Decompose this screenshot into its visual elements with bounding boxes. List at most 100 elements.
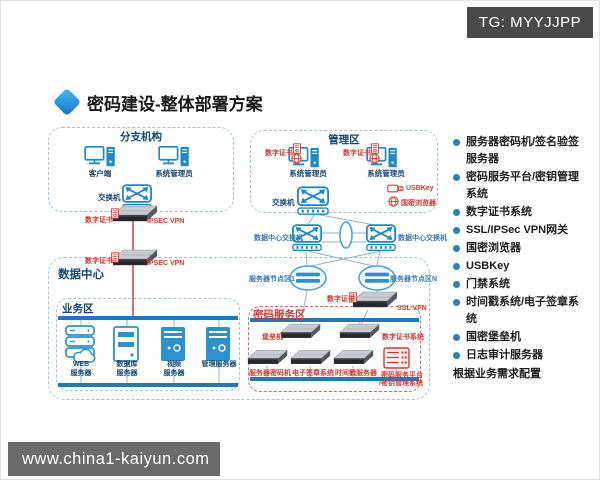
list-item: 国密浏览器 — [453, 240, 598, 257]
cert-label: 数字证书 — [327, 296, 355, 303]
list-item: 数字证书系统 — [453, 204, 598, 221]
bullet-icon — [453, 227, 460, 234]
bastion-label: 堡垒机 — [262, 334, 283, 341]
gm-browser-globe-icon — [388, 196, 399, 207]
sysadmin-label: 系统管理员 — [155, 169, 193, 178]
bullet-icon — [453, 334, 460, 341]
timestamp-appliance — [333, 348, 375, 367]
server-cipher-appliance — [247, 348, 289, 367]
esign-appliance — [290, 348, 332, 367]
ssl-vpn-appliance — [352, 290, 399, 310]
page-title: 密码建设-整体部署方案 — [87, 95, 263, 114]
gm-browser-label: 国密浏览器 — [401, 200, 436, 207]
cert-label: 数字证书 — [85, 258, 113, 265]
list-item: 密码服务平台/密钥管理系统 — [453, 169, 598, 203]
ipsec-vpn-label: IPSEC VPN — [147, 218, 185, 225]
list-item-label: 时间戳系统/电子签章系统 — [466, 296, 580, 325]
bullet-icon — [453, 139, 460, 146]
link-oval-icon — [339, 221, 353, 249]
branch-switch-label: 交换机 — [98, 193, 121, 202]
sysadmin-label: 系统管理员 — [289, 169, 327, 178]
label-line: 数据库 — [116, 361, 138, 368]
label-line: 服务器 — [163, 369, 185, 377]
zone-label-datacenter: 数据中心 — [58, 269, 104, 281]
component-list: 服务器密码机/签名验签服务器 密码服务平台/密钥管理系统 数字证书系统 SSL/… — [453, 134, 598, 383]
zone-label-business: 业务区 — [62, 303, 94, 315]
diamond-bullet-icon — [52, 87, 82, 117]
list-item-label: 数字证书系统 — [466, 206, 532, 218]
watermark: www.china1-kaiyun.com — [8, 442, 220, 476]
label-line: 服务器 — [70, 369, 92, 377]
list-item-label: 国密堡垒机 — [466, 331, 521, 343]
bullet-icon — [453, 245, 460, 252]
crypto-platform-label-line1: 密码服务平台 — [381, 372, 423, 379]
bullet-icon — [453, 352, 460, 359]
db-server-label: 数据库 服务器 — [107, 361, 147, 378]
bullet-icon — [453, 299, 460, 306]
video-server-icon — [160, 326, 186, 362]
dc-switch-left-label: 数据中心交换机 — [254, 235, 303, 242]
timestamp-label: 时间戳服务器 — [335, 370, 377, 377]
mgmt-server-icon — [205, 326, 231, 362]
business-bus-bottom — [58, 383, 238, 387]
label-line: WEB — [72, 361, 90, 368]
list-item-label: 门禁系统 — [466, 278, 510, 290]
web-server-icon — [65, 325, 97, 363]
crypto-bus-top — [250, 318, 419, 322]
list-item: 时间戳系统/电子签章系统 — [453, 294, 598, 328]
client-label: 客户端 — [88, 169, 112, 178]
zone-crypto — [248, 306, 421, 392]
zone-label-crypto: 密码服务区 — [253, 309, 306, 321]
label-line: 服务器 — [116, 369, 138, 377]
list-item-label: SSL/IPSec VPN网关 — [466, 224, 569, 236]
crypto-platform-label-line2: /密钥管理系统 — [379, 380, 423, 387]
server-cipher-label: 服务器密码机 — [249, 370, 291, 377]
dc-switch-right-label: 数据中心交换机 — [398, 235, 447, 242]
usbkey-icon — [387, 184, 404, 193]
web-server-label: WEB 服务器 — [59, 361, 103, 378]
list-item: 日志审计服务器 — [453, 347, 598, 364]
server-node-left-label: 服务器节点区1 — [249, 276, 295, 283]
component-list-footer: 根据业务需求配置 — [453, 368, 541, 380]
bullet-icon — [453, 281, 460, 288]
zone-business — [56, 298, 240, 391]
mgmt-switch-icon — [297, 186, 329, 215]
list-item: 服务器密码机/签名验签服务器 — [453, 134, 598, 168]
list-item-label: 密码服务平台/密钥管理系统 — [466, 171, 580, 200]
cert-system-label: 数字证书系统 — [382, 334, 424, 341]
bullet-icon — [453, 263, 460, 270]
esign-label: 电子签章系统 — [292, 370, 334, 377]
cert-label: 数字证书 — [343, 150, 371, 157]
sysadmin-label: 系统管理员 — [367, 169, 405, 178]
list-item-label: 服务器密码机/签名验签服务器 — [466, 136, 580, 165]
ipsec-vpn-label: IPSEC VPN — [147, 260, 185, 267]
list-item-label: 国密浏览器 — [466, 242, 521, 254]
bastion-appliance — [280, 322, 322, 341]
ssl-vpn-label: SSL VPN — [397, 305, 427, 312]
label-line: 管理服务器 — [201, 361, 237, 368]
zone-mgmt — [250, 130, 438, 213]
label-line: 视频 — [167, 361, 181, 368]
server-node-right-label: 服务器节点区N — [390, 276, 438, 283]
bullet-icon — [453, 209, 460, 216]
dc-switch-right-icon — [366, 224, 396, 251]
zone-datacenter — [48, 257, 430, 400]
sysadmin-computer-icon — [158, 146, 190, 170]
list-item: 门禁系统 — [453, 276, 598, 293]
client-computer-icon — [84, 146, 116, 170]
business-bus-top — [58, 316, 238, 320]
cert-label: 数字证书 — [85, 217, 113, 224]
crypto-bus-bottom — [250, 377, 419, 381]
db-server-icon — [113, 326, 139, 362]
bullet-icon — [453, 174, 460, 181]
list-item: 国密堡垒机 — [453, 329, 598, 346]
tg-badge: TG: MYYJJPP — [467, 7, 593, 38]
cert-label: 数字证书 — [265, 150, 293, 157]
list-item-label: 日志审计服务器 — [466, 349, 543, 361]
component-list-items: 服务器密码机/签名验签服务器 密码服务平台/密钥管理系统 数字证书系统 SSL/… — [453, 134, 598, 364]
usbkey-label: USBKey — [406, 185, 434, 192]
list-item: SSL/IPSec VPN网关 — [453, 222, 598, 239]
mgmt-server-label: 管理服务器 — [196, 361, 242, 370]
cert-system-appliance — [339, 322, 381, 341]
